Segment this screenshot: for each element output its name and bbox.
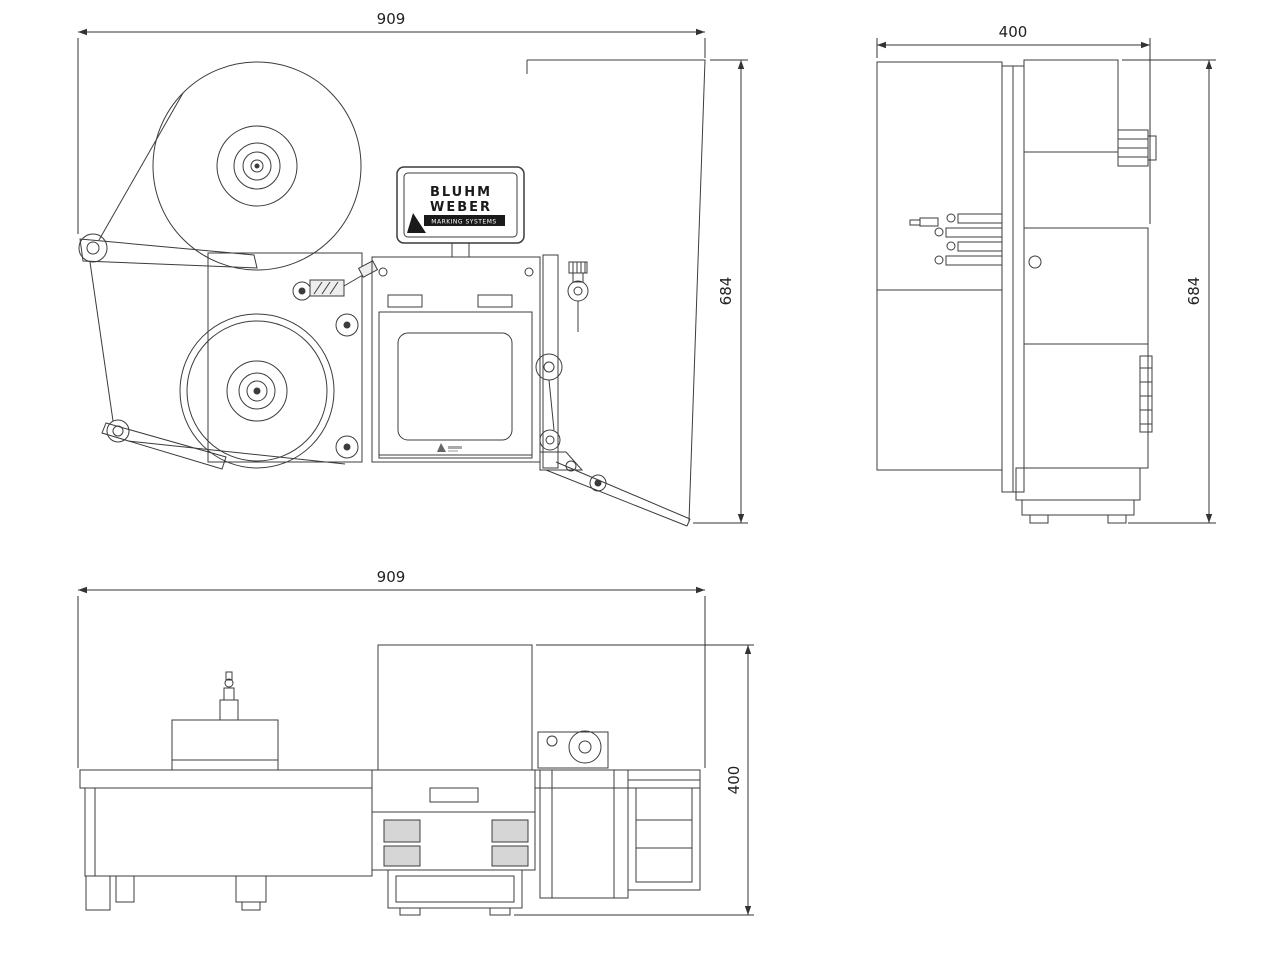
- top-motor-box: [171, 671, 279, 771]
- top-view: [79, 644, 701, 916]
- dim-side-width: 400: [876, 23, 1151, 224]
- machine-envelope: [526, 59, 706, 522]
- side-view: [876, 59, 1157, 524]
- dim-label-front-height: 684: [717, 277, 735, 306]
- dim-label-top-height: 400: [725, 766, 743, 795]
- top-tower: [377, 644, 533, 771]
- side-roll-housing: [876, 61, 1003, 471]
- guide-rollers: [535, 353, 563, 451]
- print-module: [371, 256, 541, 463]
- top-left-box: [84, 787, 373, 911]
- backplate: [207, 252, 363, 463]
- web-path-line: [89, 261, 114, 422]
- dim-label-front-width: 909: [377, 10, 406, 28]
- top-roller-bracket: [537, 730, 609, 769]
- dim-front-width: 909: [77, 10, 706, 234]
- top-body: [371, 769, 536, 916]
- top-bed-plate: [79, 769, 701, 789]
- brand-tagline: MARKING SYSTEMS: [431, 219, 496, 226]
- side-mid-block: [1023, 227, 1149, 345]
- top-label-roll: [98, 61, 362, 271]
- side-lower-block: [1023, 343, 1153, 469]
- brand-name-line1: BLUHM: [430, 185, 492, 200]
- brand-logo: BLUHM WEBER MARKING SYSTEMS: [407, 185, 505, 233]
- dim-front-height: 684: [693, 59, 748, 524]
- side-top-block: [1023, 59, 1157, 167]
- connector-bolts: [909, 213, 1003, 266]
- display-panel: [396, 166, 525, 258]
- dim-label-top-width: 909: [377, 568, 406, 586]
- brand-swoosh-icon: [407, 213, 426, 233]
- dim-label-side-height: 684: [1185, 277, 1203, 306]
- dim-side-height: 684: [1122, 59, 1216, 524]
- peeler-bar: [539, 451, 691, 527]
- brand-name-line2: WEBER: [430, 200, 492, 215]
- adjustment-knob: [542, 254, 589, 469]
- top-right-assembly: [539, 769, 701, 899]
- tension-arm-upper: [78, 233, 258, 269]
- label-sensor: [309, 260, 379, 297]
- small-brand-mark-icon: [437, 443, 462, 452]
- dim-top-height: 400: [514, 644, 754, 916]
- front-view: BLUHM WEBER MARKING SYSTEMS: [78, 59, 706, 527]
- side-backplate: [1001, 65, 1025, 493]
- side-base: [1015, 467, 1141, 524]
- tension-arm-lower: [101, 419, 346, 470]
- dim-top-width: 909: [77, 568, 706, 768]
- rewind-roll: [179, 313, 335, 469]
- dim-label-side-width: 400: [999, 23, 1028, 41]
